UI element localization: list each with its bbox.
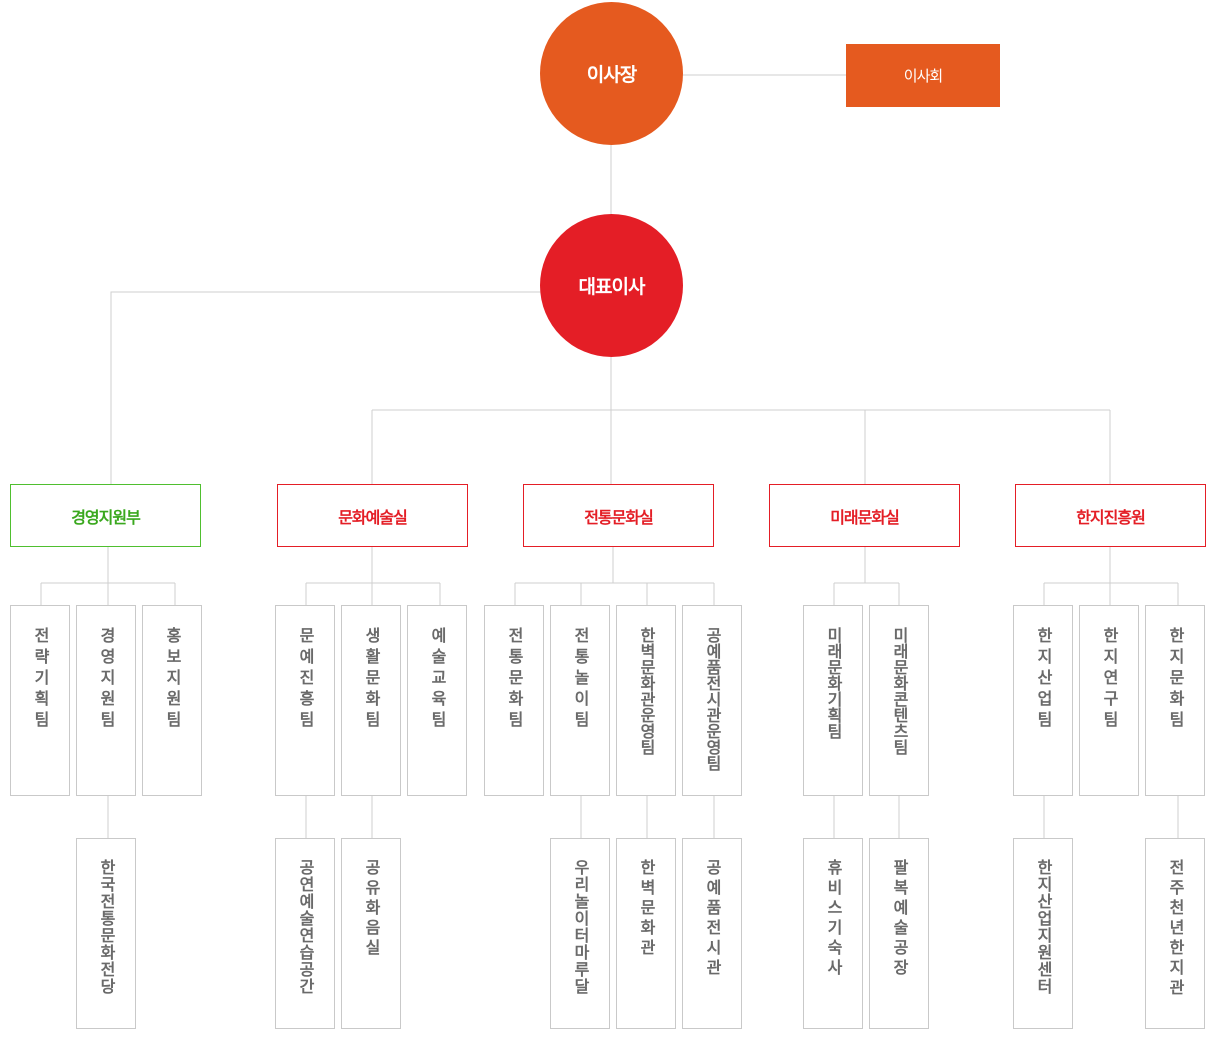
team-label: 전략기획팀 [31,627,50,732]
ceo-node: 대표이사 [540,214,683,357]
dept-traditional-culture: 전통문화실 [523,484,714,547]
team-box: 전통문화팀 [484,605,544,796]
facility-label: 공유화음실 [362,859,381,959]
team-box: 생활문화팀 [341,605,401,796]
facility-label: 공연예술연습공간 [296,859,315,995]
facility-box: 팔복예술공장 [869,838,929,1029]
facility-box: 우리놀이터마루달 [550,838,610,1029]
facility-label: 휴비스기숙사 [824,859,843,979]
dept-hanji-promotion: 한지진흥원 [1015,484,1206,547]
facility-label: 한국전통문화전당 [97,859,116,995]
dept-label: 전통문화실 [584,507,654,527]
team-label: 전통문화팀 [505,627,524,732]
team-box: 한벽문화관운영팀 [616,605,676,796]
facility-box: 한벽문화관 [616,838,676,1029]
facility-label: 팔복예술공장 [890,859,909,979]
team-label: 한지문화팀 [1166,627,1185,732]
team-box: 홍보지원팀 [142,605,202,796]
team-label: 예술교육팀 [428,627,447,732]
dept-label: 문화예술실 [338,507,408,527]
team-box: 전통놀이팀 [550,605,610,796]
facility-label: 한지산업지원센터 [1034,859,1053,995]
team-label: 공예품전시관운영팀 [703,627,722,771]
facility-box: 공연예술연습공간 [275,838,335,1029]
board-node: 이사회 [846,44,1000,107]
facility-box: 한국전통문화전당 [76,838,136,1029]
ceo-label: 대표이사 [578,276,646,298]
dept-culture-arts: 문화예술실 [277,484,468,547]
facility-label: 공예품전시관 [703,859,722,979]
team-box: 한지연구팀 [1079,605,1139,796]
dept-management-support: 경영지원부 [10,484,201,547]
facility-box: 전주천년한지관 [1145,838,1205,1029]
team-box: 한지문화팀 [1145,605,1205,796]
team-label: 홍보지원팀 [163,627,182,732]
dept-label: 경영지원부 [71,507,141,527]
facility-box: 휴비스기숙사 [803,838,863,1029]
facility-box: 공유화음실 [341,838,401,1029]
team-box: 경영지원팀 [76,605,136,796]
team-box: 예술교육팀 [407,605,467,796]
team-label: 한지연구팀 [1100,627,1119,732]
dept-future-culture: 미래문화실 [769,484,960,547]
team-box: 공예품전시관운영팀 [682,605,742,796]
team-label: 생활문화팀 [362,627,381,732]
team-label: 경영지원팀 [97,627,116,732]
team-label: 한지산업팀 [1034,627,1053,732]
facility-label: 우리놀이터마루달 [571,859,590,995]
team-label: 미래문화콘텐츠팀 [890,627,909,755]
facility-box: 공예품전시관 [682,838,742,1029]
facility-label: 한벽문화관 [637,859,656,959]
board-label: 이사회 [903,67,943,85]
facility-label: 전주천년한지관 [1166,859,1185,999]
chairman-node: 이사장 [540,2,683,145]
chairman-label: 이사장 [586,64,637,86]
team-label: 미래문화기획팀 [824,627,843,739]
facility-box: 한지산업지원센터 [1013,838,1073,1029]
team-label: 한벽문화관운영팀 [637,627,656,755]
team-box: 문예진흥팀 [275,605,335,796]
team-box: 미래문화기획팀 [803,605,863,796]
team-box: 전략기획팀 [10,605,70,796]
team-box: 한지산업팀 [1013,605,1073,796]
team-label: 문예진흥팀 [296,627,315,732]
dept-label: 미래문화실 [830,507,900,527]
dept-label: 한지진흥원 [1076,507,1146,527]
team-box: 미래문화콘텐츠팀 [869,605,929,796]
team-label: 전통놀이팀 [571,627,590,732]
